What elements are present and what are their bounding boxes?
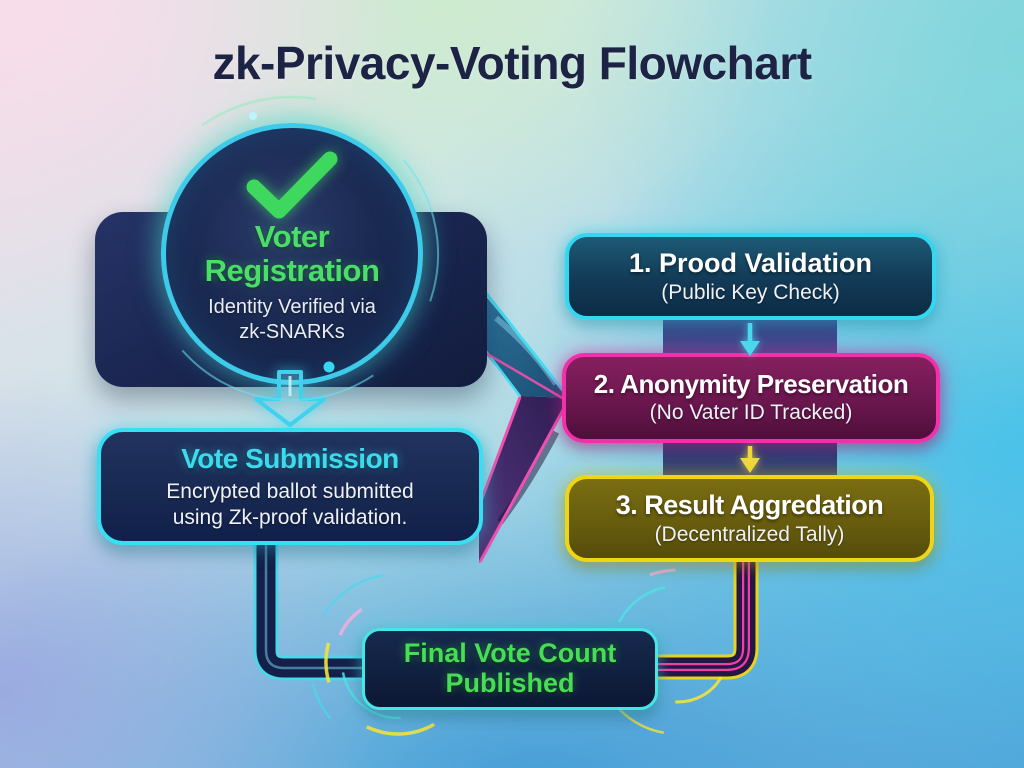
tube-aggregation-to-final [637,543,759,680]
voter-registration-subtitle-line2: zk-SNARKs [239,321,345,344]
final-vote-count-line2: Published [445,668,575,698]
result-aggregation-title: 3. Result Aggredation [615,490,884,521]
deco-dot-icon [249,112,257,120]
voter-registration-title: Voter Registration [204,219,380,289]
vote-submission-body-line2: using Zk-proof validation. [172,505,408,529]
anonymity-preservation-title: 2. Anonymity Preservation [593,369,909,400]
vote-submission-body-line1: Encrypted ballot submitted [166,480,414,504]
node-proof-validation: 1. Prood Validation (Public Key Check) [565,233,936,320]
node-vote-submission: Vote Submission Encrypted ballot submitt… [97,428,483,545]
vote-submission-title: Vote Submission [181,442,399,474]
final-vote-count-line1: Final Vote Count [403,638,617,669]
voter-registration-title-line1: Voter [254,219,330,254]
vote-submission-body: Encrypted ballot submitted using Zk-proo… [166,479,413,530]
ribbon-chevron-arrow [478,287,571,563]
page-title: zk-Privacy-Voting Flowchart [212,37,812,89]
proof-validation-title: 1. Prood Validation [628,248,873,279]
checkmark-icon [246,151,338,219]
node-final-vote-count: Final Vote Count Published [362,628,658,710]
proof-validation-subtitle: (Public Key Check) [661,280,840,304]
node-anonymity-preservation: 2. Anonymity Preservation (No Vater ID T… [562,353,940,443]
node-result-aggregation: 3. Result Aggredation (Decentralized Tal… [565,475,934,562]
voter-registration-subtitle-line1: Identity Verified via [208,296,376,319]
anonymity-preservation-subtitle: (No Vater ID Tracked) [649,401,853,425]
result-aggregation-subtitle: (Decentralized Tally) [654,522,845,546]
tube-submission-to-final [253,527,385,681]
node-voter-registration: Voter Registration Identity Verified via… [161,123,423,385]
final-vote-count-label: Final Vote Count Published [404,639,616,698]
voter-registration-subtitle: Identity Verified via zk-SNARKs [208,295,376,345]
voter-registration-title-line2: Registration [204,253,380,289]
